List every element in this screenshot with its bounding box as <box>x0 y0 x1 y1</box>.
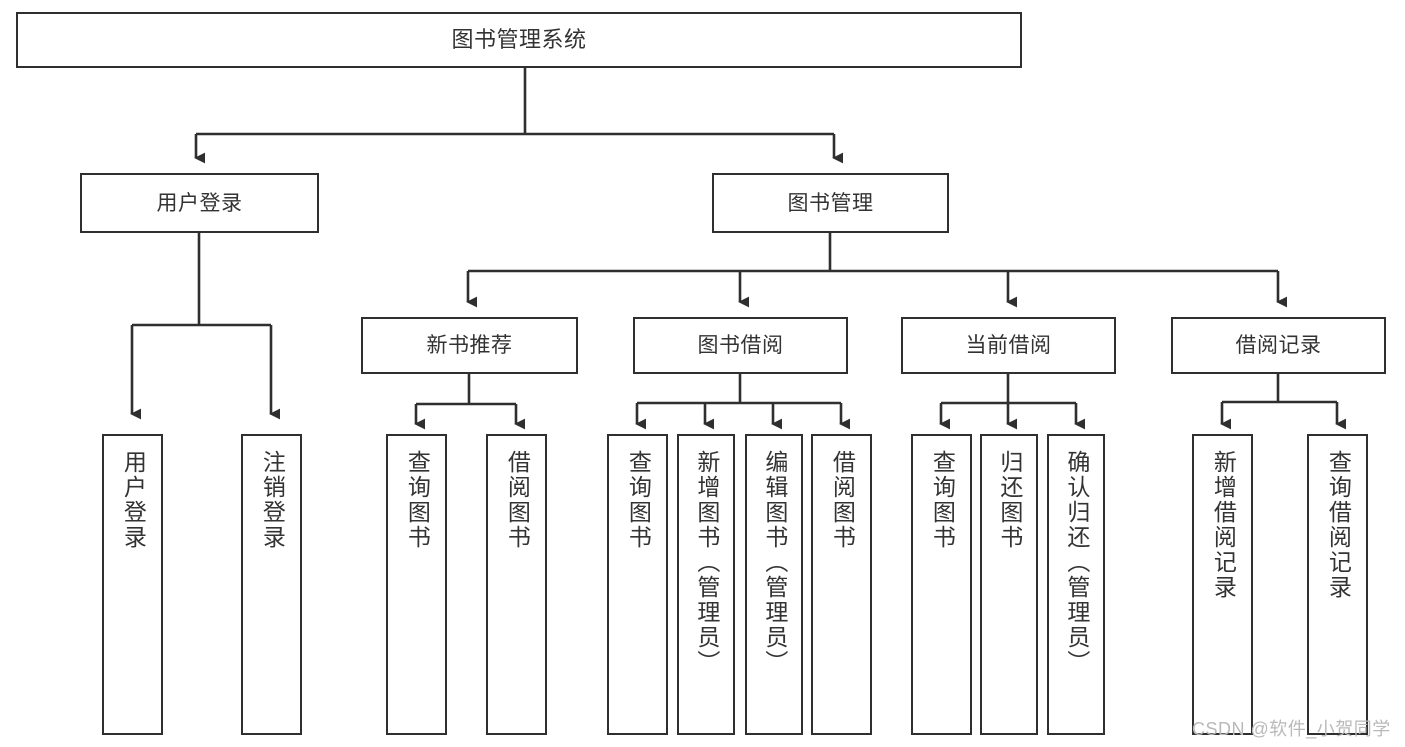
node-user-login[interactable]: 用户登录 <box>80 173 319 233</box>
node-leaf-edit-book-admin[interactable]: 编辑图书（管理员） <box>745 434 803 735</box>
node-label: 新书推荐 <box>426 334 513 357</box>
node-new-book-recommend[interactable]: 新书推荐 <box>361 317 578 374</box>
node-leaf-query-book-current[interactable]: 查询图书 <box>911 434 972 735</box>
node-label: 查询借阅记录 <box>1325 450 1352 600</box>
node-label: 借阅图书 <box>829 450 856 550</box>
node-label: 注销登录 <box>259 450 286 550</box>
node-label: 图书管理系统 <box>451 27 587 52</box>
node-leaf-user-login[interactable]: 用户登录 <box>102 434 163 735</box>
node-leaf-borrow-book-recommend[interactable]: 借阅图书 <box>486 434 547 735</box>
node-leaf-return-book[interactable]: 归还图书 <box>980 434 1038 735</box>
node-label: 用户登录 <box>156 191 243 215</box>
node-leaf-query-book-recommend[interactable]: 查询图书 <box>386 434 447 735</box>
node-label: 借阅记录 <box>1235 334 1322 357</box>
node-label: 图书借阅 <box>697 334 784 357</box>
node-leaf-add-book-admin[interactable]: 新增图书（管理员） <box>677 434 735 735</box>
node-leaf-query-book-borrow[interactable]: 查询图书 <box>607 434 668 735</box>
node-leaf-add-borrow-record[interactable]: 新增借阅记录 <box>1192 434 1253 735</box>
node-label: 用户登录 <box>120 450 147 550</box>
node-borrow-record[interactable]: 借阅记录 <box>1171 317 1386 374</box>
node-label: 借阅图书 <box>504 450 531 550</box>
node-label: 编辑图书（管理员） <box>761 450 788 675</box>
node-book-borrow[interactable]: 图书借阅 <box>633 317 848 374</box>
node-root-book-management-system[interactable]: 图书管理系统 <box>16 12 1022 68</box>
node-leaf-confirm-return-admin[interactable]: 确认归还（管理员） <box>1047 434 1105 735</box>
node-label: 图书管理 <box>787 191 874 215</box>
node-leaf-borrow-book-borrow[interactable]: 借阅图书 <box>811 434 872 735</box>
node-leaf-query-borrow-record[interactable]: 查询借阅记录 <box>1307 434 1368 735</box>
node-label: 查询图书 <box>404 450 431 550</box>
node-label: 查询图书 <box>625 450 652 550</box>
node-label: 查询图书 <box>929 450 956 550</box>
node-book-manage[interactable]: 图书管理 <box>712 173 949 233</box>
csdn-watermark: CSDN @软件_小贺同学 <box>1192 719 1391 739</box>
node-label: 当前借阅 <box>965 334 1052 357</box>
node-label: 新增借阅记录 <box>1210 450 1237 600</box>
node-label: 确认归还（管理员） <box>1063 450 1090 675</box>
node-leaf-logout-login[interactable]: 注销登录 <box>241 434 302 735</box>
node-label: 新增图书（管理员） <box>693 450 720 675</box>
node-label: 归还图书 <box>996 450 1023 550</box>
node-current-borrow[interactable]: 当前借阅 <box>901 317 1116 374</box>
